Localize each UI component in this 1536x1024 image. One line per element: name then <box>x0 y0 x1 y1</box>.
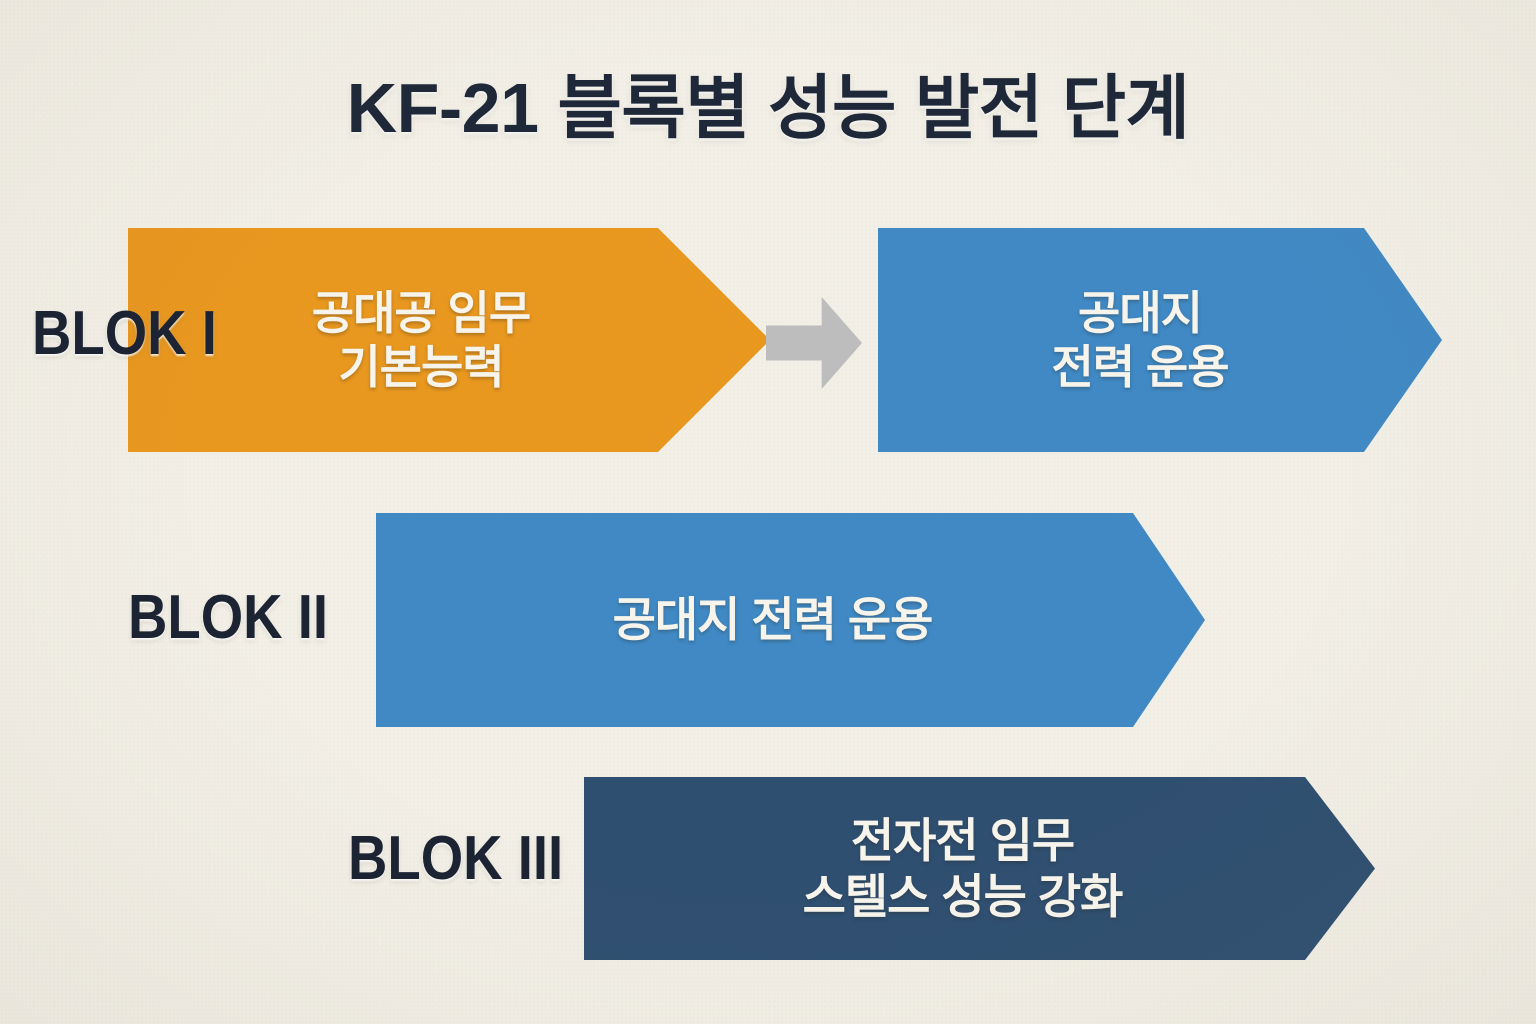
chevron-blok3-stage1-text: 전자전 임무 스텔스 성능 강화 <box>802 814 1123 923</box>
arrow-right-icon <box>766 297 862 389</box>
chevron-blok1-stage1[interactable]: 공대공 임무 기본능력 <box>128 228 770 452</box>
chevron-blok2-stage1[interactable]: 공대지 전력 운용 <box>376 513 1205 727</box>
chevron-blok3-stage1[interactable]: 전자전 임무 스텔스 성능 강화 <box>584 777 1375 960</box>
chevron-blok1-stage2[interactable]: 공대지 전력 운용 <box>878 228 1442 452</box>
blok-label-2: BLOK II <box>128 583 329 652</box>
chevron-blok1-stage1-text: 공대공 임무 기본능력 <box>311 286 531 393</box>
chevron-blok1-stage2-text: 공대지 전력 운용 <box>1051 286 1229 393</box>
chevron-blok2-stage1-text: 공대지 전력 운용 <box>612 593 933 647</box>
blok-label-3: BLOK III <box>348 824 564 893</box>
page-title: KF-21 블록별 성능 발전 단계 <box>346 69 1190 147</box>
blok-label-1: BLOK I <box>32 299 217 368</box>
